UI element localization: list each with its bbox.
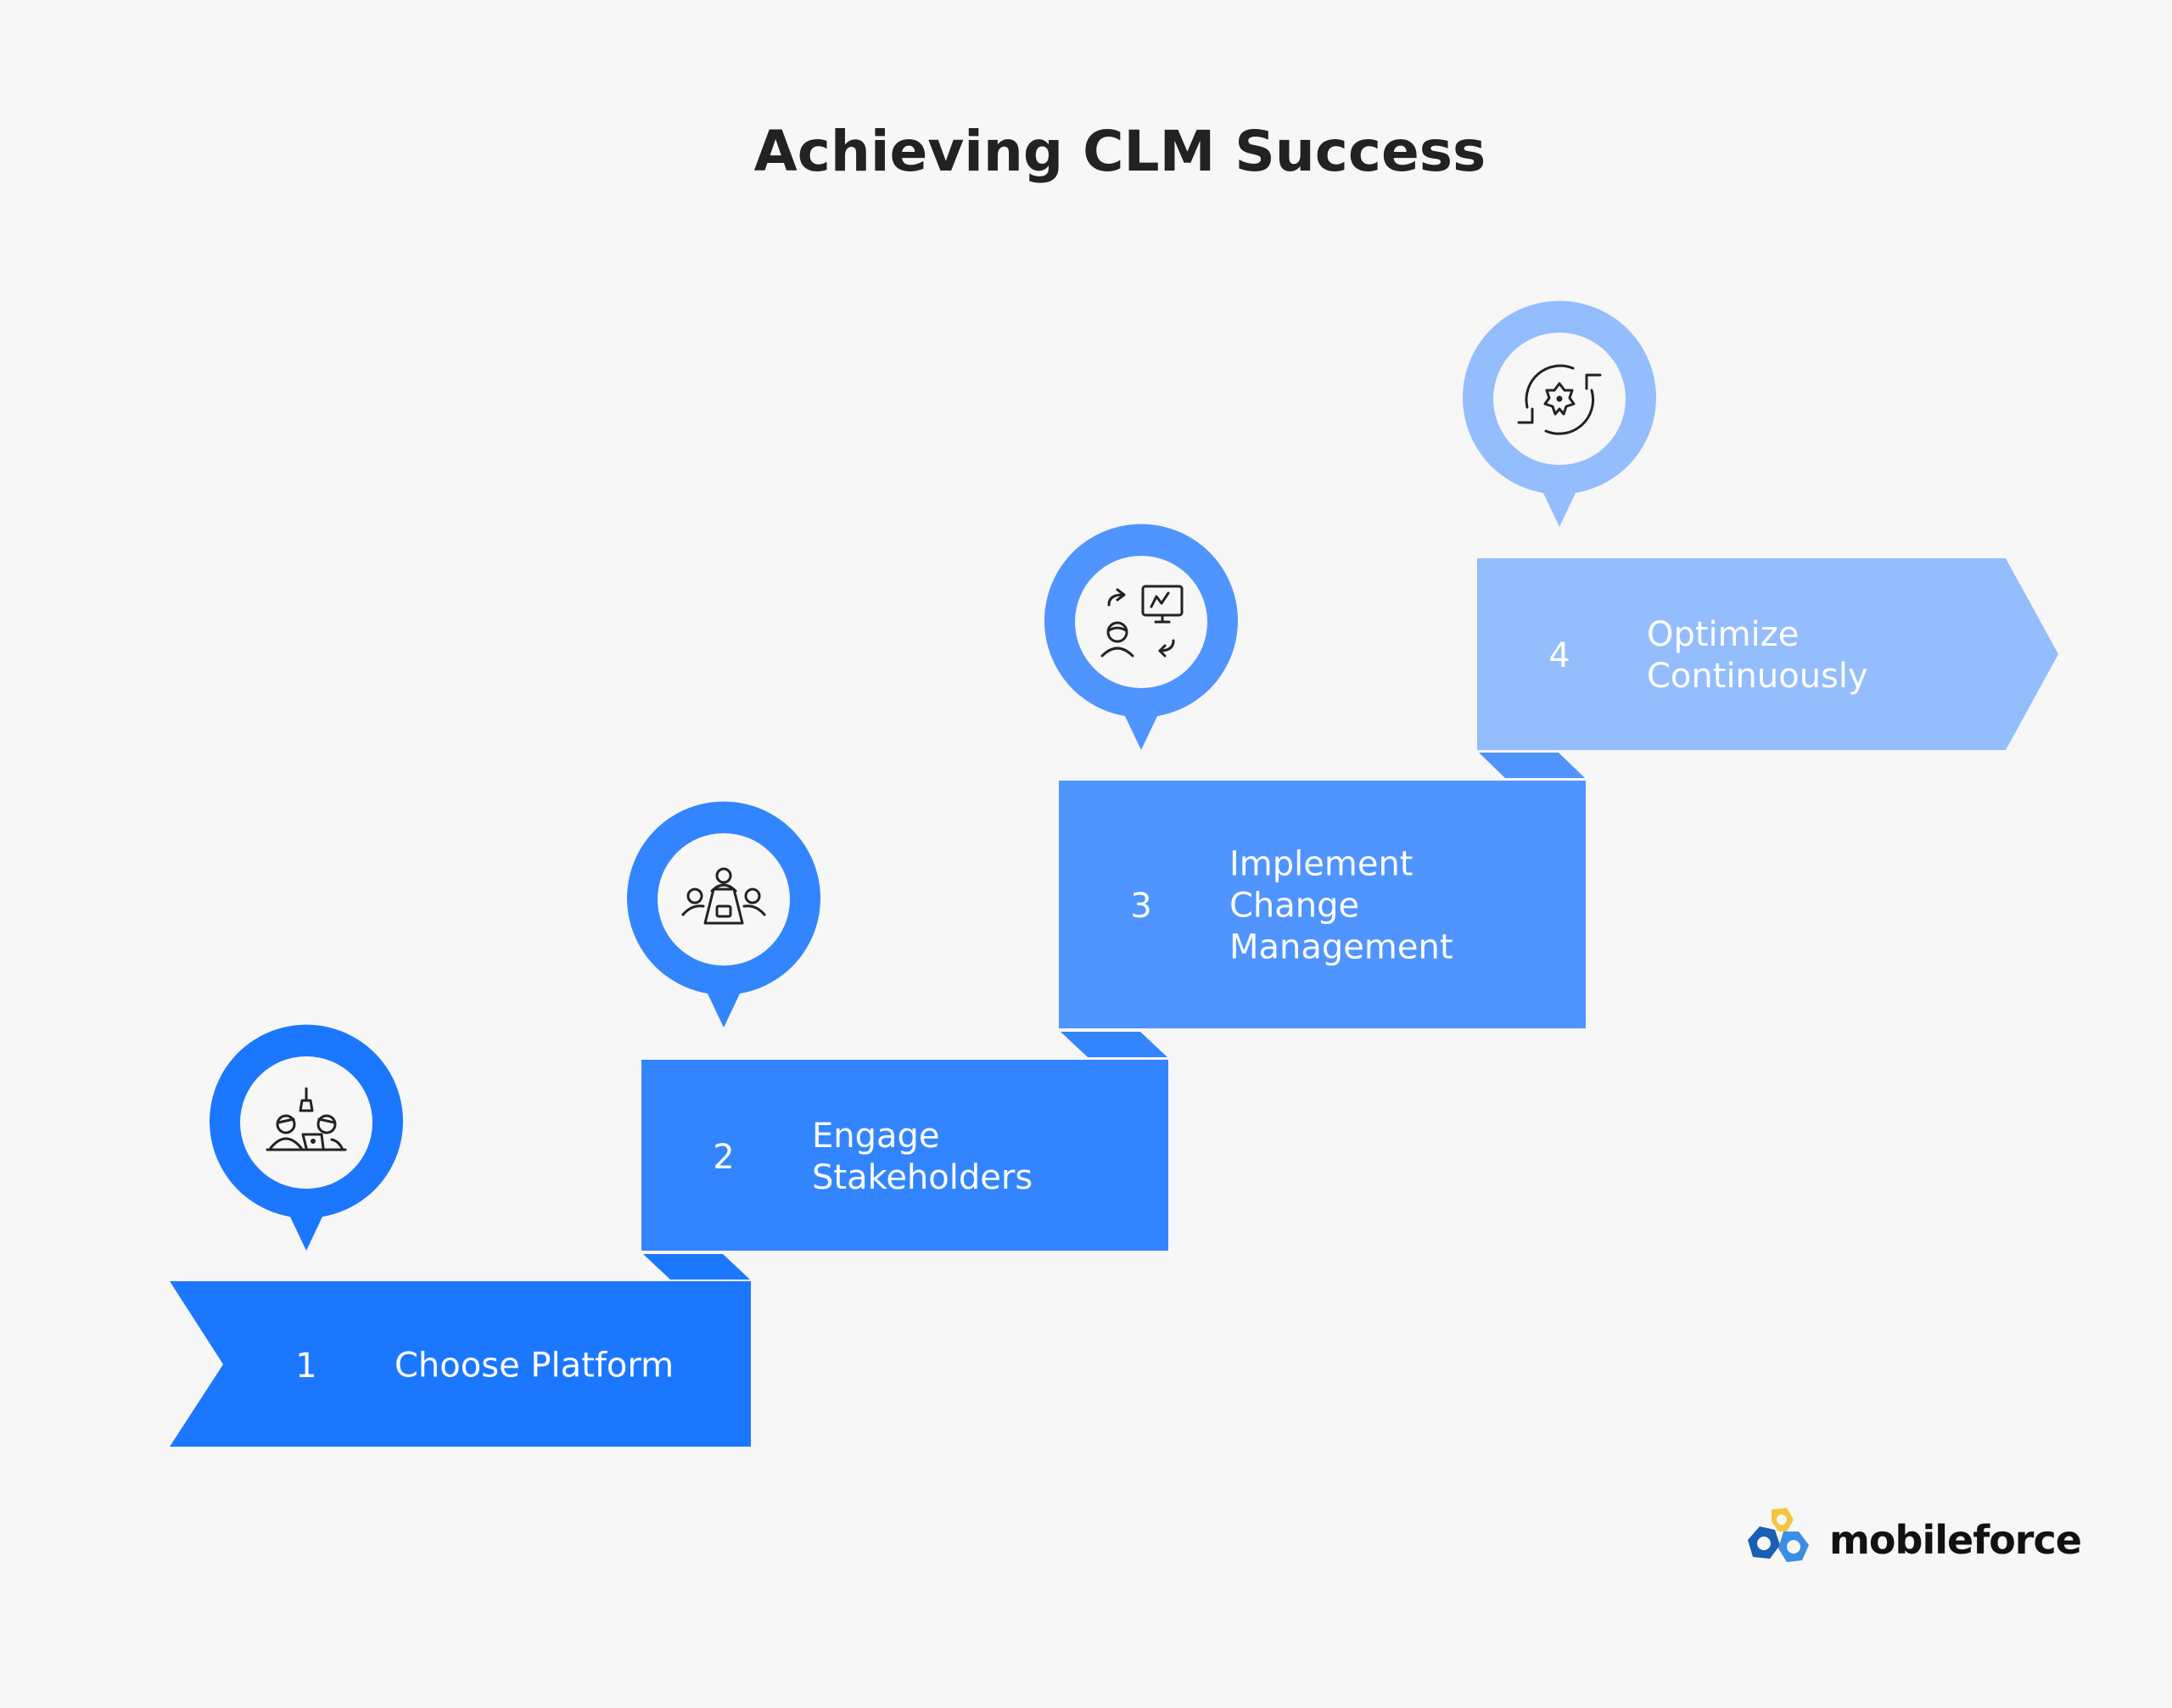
step-2-label: Engage Stakeholders [812,1117,1033,1197]
step-1-ribbon [170,1281,751,1447]
mobileforce-logo: mobileforce [1746,1506,2082,1574]
page-title: Achieving CLM Success [753,119,1486,184]
conference-table-people-icon [681,867,766,925]
team-laptop-meeting-icon [266,1087,347,1151]
step-1-pin [210,1024,404,1251]
connector-2-3 [1061,1032,1167,1057]
connector-3-4 [1479,753,1585,778]
step-3-box [1059,781,1586,1028]
step-4-pin [1463,300,1656,527]
step-1-label: Choose Platform [395,1346,675,1386]
gear-cycle-arrows-icon [1517,364,1602,435]
mobileforce-hexagon-logo-icon [1748,1508,1809,1562]
connector-1-2 [643,1254,750,1280]
step-3-number: 3 [1130,887,1152,926]
step-2-box [641,1060,1168,1251]
step-3-pin [1044,524,1238,750]
logo-text: mobileforce [1829,1517,2082,1563]
step-4-arrow [1477,558,2058,750]
step-4-label: Optimize Continuously [1647,615,1868,696]
step-4-number: 4 [1548,636,1570,675]
step-2-number: 2 [713,1138,735,1177]
person-presentation-exchange-icon [1100,585,1184,658]
step-3-label: Implement Change Management [1229,844,1453,967]
step-1-number: 1 [295,1347,317,1386]
step-2-pin [627,801,820,1028]
